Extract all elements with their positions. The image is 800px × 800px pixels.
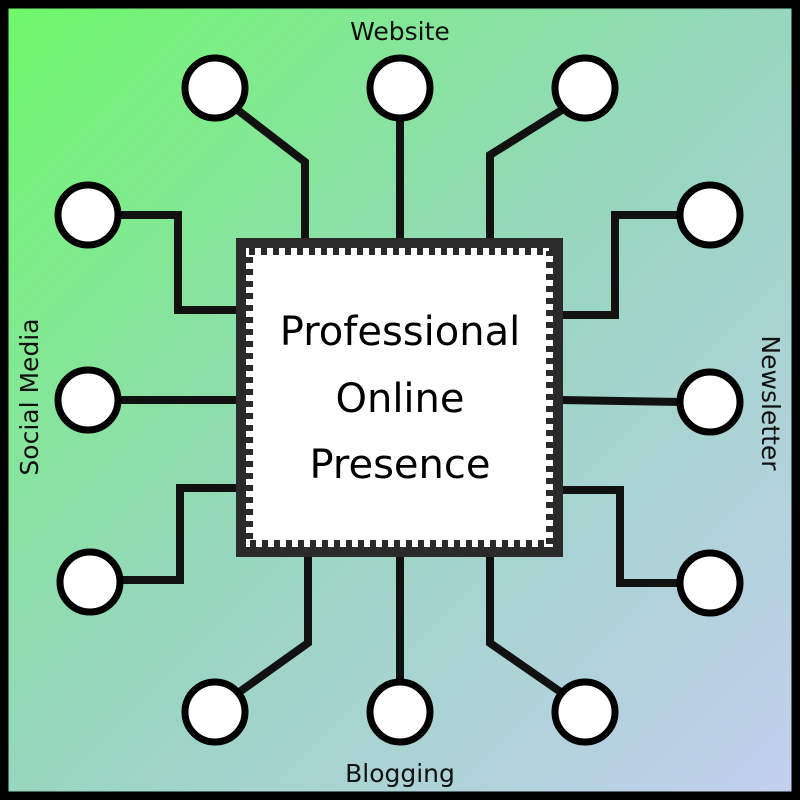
label-social-media: Social Media [15,318,44,475]
wire-bottom-right [486,555,565,697]
label-website: Website [350,17,450,46]
wire-right-top [561,211,682,319]
chip [236,238,563,557]
node-circle [54,181,122,249]
center-title-line-3: Presence [310,442,491,488]
node-circle [676,549,744,617]
label-blogging: Blogging [345,759,455,788]
node-circle [366,54,434,122]
wire-right-bottom [561,486,682,587]
node-circle [551,54,619,122]
node-circle [676,181,744,249]
node-circle [54,366,122,434]
center-title-line-1: Professional [280,309,520,355]
wire-left-bottom [120,484,238,584]
wire-top-left [232,104,309,240]
wire-right-center [560,396,683,406]
node-circle [181,678,249,746]
node-circle [676,368,744,436]
nodes [54,54,744,746]
wires [118,104,683,697]
node-circle [56,548,124,616]
node-circle [181,54,249,122]
center-title-line-2: Online [335,376,464,422]
node-circle [366,678,434,746]
wire-left-top [118,211,238,314]
node-circle [551,678,619,746]
wire-top-right [486,104,568,240]
wire-bottom-left [235,555,312,697]
label-newsletter: Newsletter [756,335,785,471]
